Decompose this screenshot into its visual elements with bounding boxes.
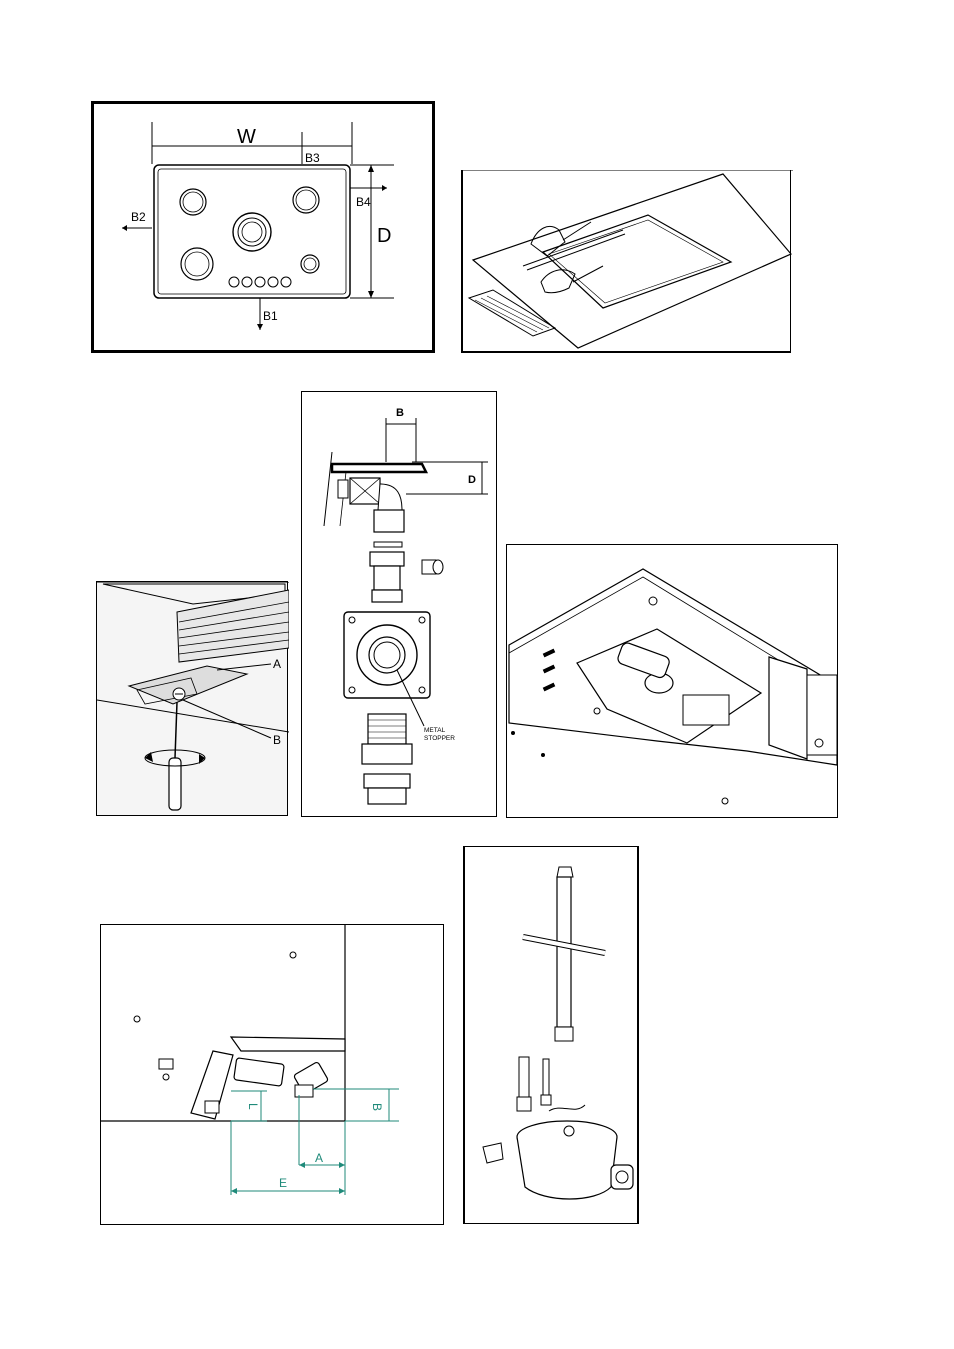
side-section-drawing: L B A E — [101, 925, 445, 1226]
hob-underside-drawing — [507, 545, 839, 819]
label-b2: B2 — [131, 210, 146, 224]
label-d: D — [377, 225, 391, 247]
label-b1: B1 — [263, 309, 278, 323]
label-b: B — [396, 407, 404, 419]
gas-fitting-figure: B D METAL STOPPER — [301, 391, 497, 817]
worktop-insertion-figure — [461, 170, 791, 353]
injector-replacement-figure — [463, 846, 639, 1224]
label-stopper: STOPPER — [424, 735, 455, 742]
label-e: E — [279, 1176, 287, 1190]
label-l: L — [246, 1103, 260, 1110]
fixing-bracket-figure: A B — [96, 581, 288, 816]
gas-fitting-drawing: B D METAL STOPPER — [302, 392, 498, 818]
side-section-figure: L B A E — [100, 924, 444, 1225]
label-b: B — [273, 733, 281, 747]
injector-replacement-drawing — [465, 847, 641, 1225]
hob-dimensions-figure: W B3 B2 D — [91, 101, 435, 353]
label-a: A — [315, 1151, 323, 1165]
worktop-insertion-drawing — [463, 170, 793, 353]
label-b3: B3 — [305, 151, 320, 165]
label-b: B — [370, 1103, 384, 1111]
label-b4: B4 — [356, 195, 371, 209]
fixing-bracket-drawing: A B — [97, 582, 289, 817]
label-metal: METAL — [424, 727, 446, 734]
hob-dimensions-drawing: W B3 B2 D — [94, 104, 438, 356]
hob-underside-figure — [506, 544, 838, 818]
label-a: A — [273, 657, 281, 671]
label-w: W — [237, 126, 256, 148]
label-d: D — [468, 474, 476, 486]
